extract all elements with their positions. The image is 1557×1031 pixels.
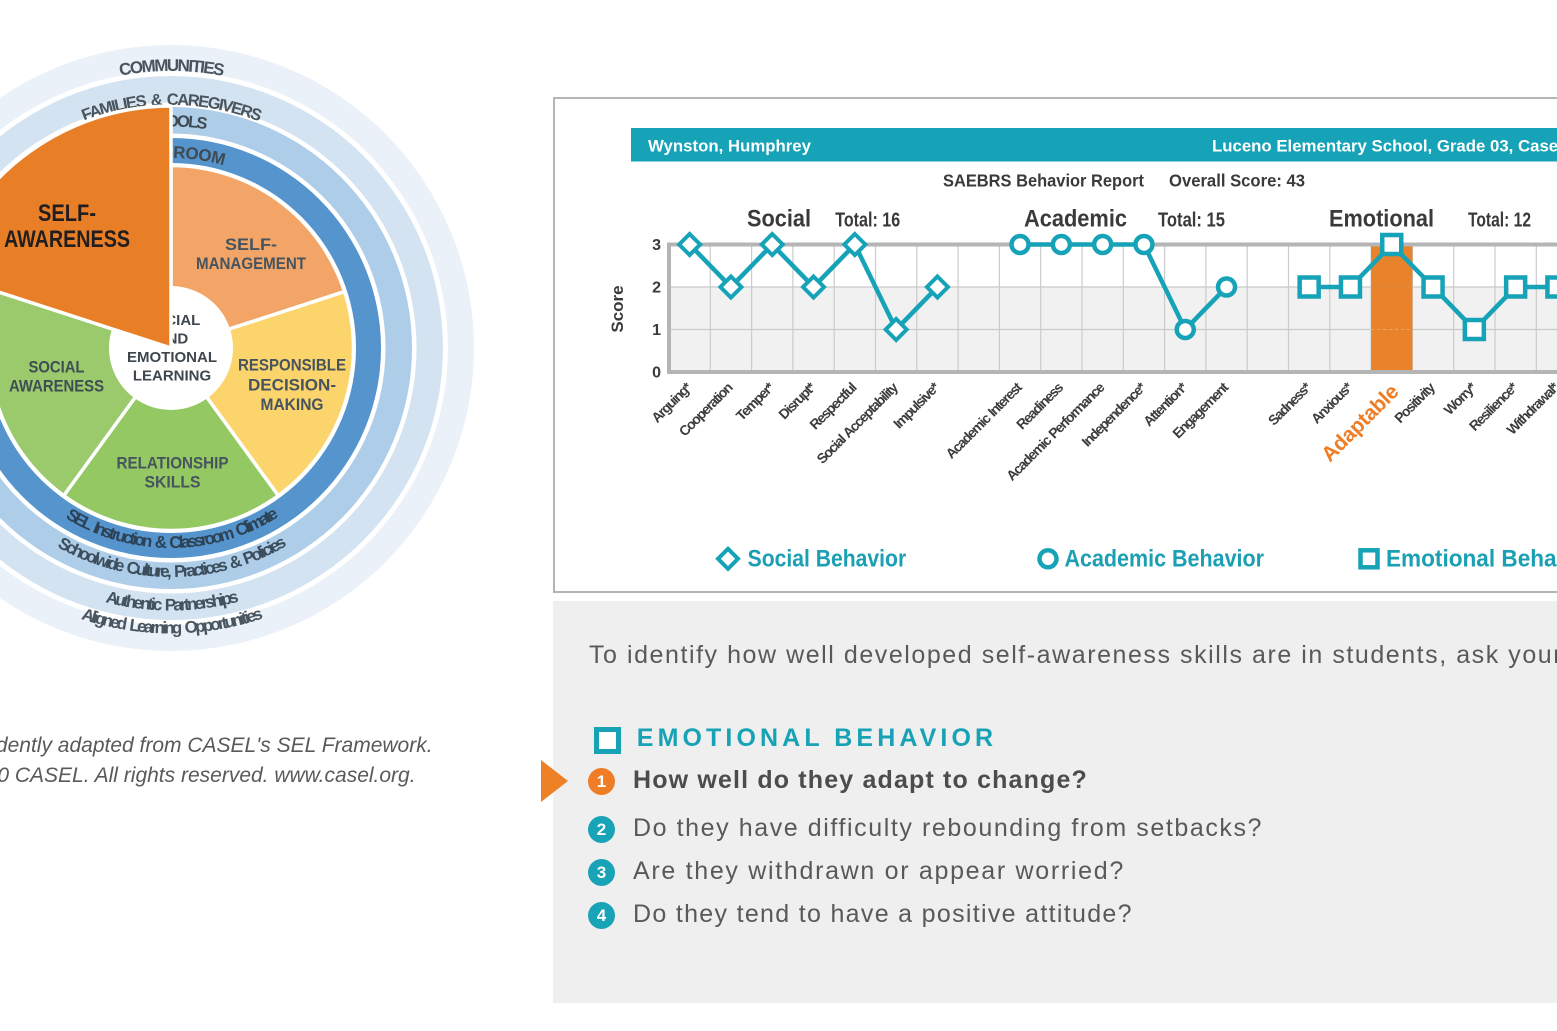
svg-text:Total: 15: Total: 15 [1158, 210, 1225, 232]
svg-text:EMOTIONAL: EMOTIONAL [127, 349, 217, 366]
svg-text:COMMUNITIES: COMMUNITIES [118, 56, 226, 80]
svg-text:Positivity: Positivity [1391, 379, 1438, 426]
svg-text:Worry*: Worry* [1440, 378, 1479, 417]
svg-text:Overall Score: 43: Overall Score: 43 [1169, 171, 1305, 191]
svg-text:Total: 16: Total: 16 [835, 210, 900, 232]
svg-text:MAKING: MAKING [261, 396, 324, 414]
svg-text:Emotional: Emotional [1329, 206, 1434, 233]
svg-text:RELATIONSHIP: RELATIONSHIP [117, 455, 229, 473]
svg-text:SELF-: SELF- [38, 200, 96, 227]
svg-text:Emotional Behavior: Emotional Behavior [1386, 546, 1557, 573]
svg-text:SOCIAL: SOCIAL [29, 357, 85, 376]
svg-text:DECISION-: DECISION- [248, 377, 336, 395]
svg-text:Temper*: Temper* [733, 379, 778, 424]
svg-text:RESPONSIBLE: RESPONSIBLE [238, 357, 346, 375]
svg-text:0: 0 [652, 365, 661, 382]
svg-text:AWARENESS: AWARENESS [4, 226, 130, 253]
svg-text:Wynston, Humphrey: Wynston, Humphrey [648, 138, 812, 156]
svg-text:LEARNING: LEARNING [133, 368, 211, 385]
svg-text:Score: Score [608, 285, 627, 332]
svg-text:Academic Behavior: Academic Behavior [1065, 546, 1265, 573]
svg-text:Sadness*: Sadness* [1265, 379, 1315, 429]
svg-text:Luceno Elementary School, Grad: Luceno Elementary School, Grade 03, Case… [1212, 138, 1557, 156]
svg-text:MANAGEMENT: MANAGEMENT [196, 255, 306, 273]
svg-text:SKILLS: SKILLS [145, 474, 201, 492]
svg-text:Academic: Academic [1024, 206, 1127, 233]
svg-text:SELF-: SELF- [225, 236, 277, 254]
svg-text:2: 2 [652, 280, 661, 297]
svg-text:Social: Social [747, 206, 811, 233]
svg-text:Total: 12: Total: 12 [1468, 210, 1531, 232]
svg-text:AWARENESS: AWARENESS [9, 376, 104, 395]
svg-text:Social Behavior: Social Behavior [748, 546, 907, 573]
svg-text:1: 1 [652, 322, 661, 339]
svg-text:SAEBRS Behavior Report: SAEBRS Behavior Report [943, 171, 1144, 191]
svg-text:3: 3 [652, 237, 661, 254]
svg-text:Impulsive*: Impulsive* [890, 379, 943, 432]
